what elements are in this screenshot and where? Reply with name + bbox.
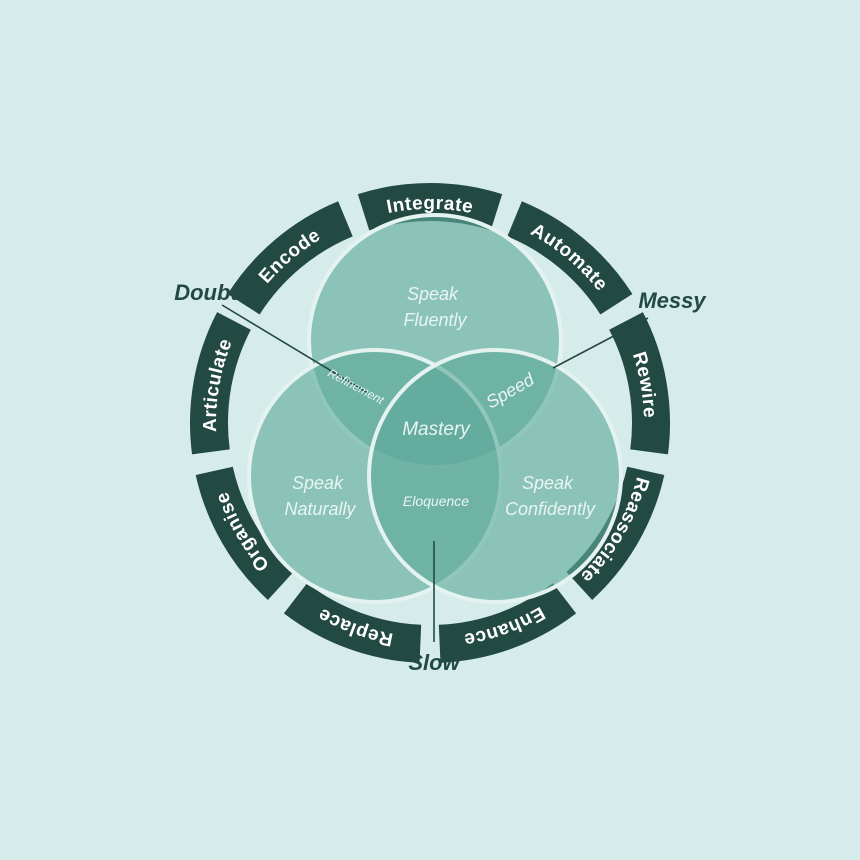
eloquence-label: Eloquence — [403, 493, 469, 509]
ring-segment-rewire — [609, 312, 671, 455]
messy-pointer-line — [552, 317, 649, 369]
ring-segment-organise — [195, 466, 294, 600]
mastery-label: Mastery — [402, 419, 471, 440]
ring-segment-replace — [283, 583, 422, 663]
circle-speak-confidently — [367, 348, 623, 604]
callouts: Doubt Messy Slow — [174, 280, 707, 675]
doubt-pointer-line — [221, 304, 369, 394]
top-circle-label: Speak Fluently — [403, 284, 467, 330]
ring-segment-automate — [507, 201, 633, 315]
messy-callout: Messy — [638, 288, 707, 313]
left-circle-label: Speak Naturally — [284, 473, 356, 519]
venn-circles — [247, 213, 623, 604]
right-circle-label: Speak Confidently — [505, 473, 596, 519]
ring-segment-articulate — [190, 312, 251, 455]
doubt-callout: Doubt — [174, 280, 239, 305]
ring-segment-enhance — [438, 583, 577, 663]
ring-segment-encode — [227, 201, 353, 315]
callout-lines — [221, 304, 649, 642]
ring-segment-reassociate — [566, 466, 665, 600]
circle-labels: Speak Fluently Speak Naturally Speak Con… — [284, 284, 596, 519]
slow-callout: Slow — [408, 650, 461, 675]
